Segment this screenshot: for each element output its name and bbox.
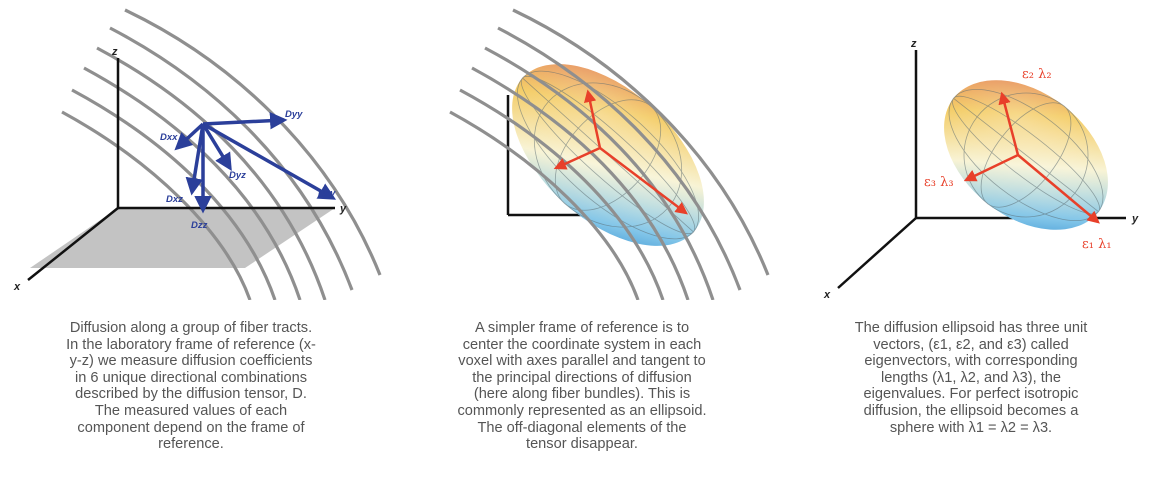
floor-plane — [30, 208, 335, 268]
caption-line: eigenvalues. For perfect isotropic — [863, 386, 1079, 403]
caption-line: voxel with axes parallel and tangent to — [458, 353, 706, 370]
caption-line: y-z) we measure diffusion coefficients — [69, 353, 313, 370]
tensor-arrows — [174, 111, 337, 214]
caption-line: In the laboratory frame of reference (x- — [66, 336, 316, 353]
eigen-label-3: ε₃ λ₃ — [924, 175, 954, 190]
caption-line: sphere with λ1 = λ2 = λ3. — [889, 419, 1053, 436]
caption-right: The diffusion ellipsoid has three unit v… — [786, 320, 1156, 436]
caption-middle: A simpler frame of reference is to cente… — [394, 320, 770, 453]
eigenvector-arrows — [963, 91, 1100, 224]
caption-line: the principal directions of diffusion — [472, 369, 692, 386]
caption-line: vectors, (ε1, ε2, and ε3) called — [873, 336, 1069, 353]
caption-line: component depend on the frame of — [77, 419, 305, 436]
label-dxy: Dxy — [318, 188, 336, 199]
caption-line: in 6 unique directional combinations — [74, 369, 308, 386]
y-axis-label: y — [339, 203, 347, 215]
lab-frame-diagram: z y x Dyy Dxx Dyz Dxy Dxz Dzz — [13, 8, 382, 300]
panel-ellipsoid-frame: A simpler frame of reference is to cente… — [388, 0, 776, 496]
caption-line: described by the diffusion tensor, D. — [75, 386, 307, 403]
caption-left: Diffusion along a group of fiber tracts.… — [6, 320, 376, 453]
label-dxz: Dxz — [166, 194, 183, 205]
fiber-tracts — [449, 8, 770, 300]
caption-line: center the coordinate system in each — [462, 336, 702, 353]
caption-line: reference. — [158, 436, 224, 453]
caption-line: Diffusion along a group of fiber tracts. — [69, 320, 313, 336]
caption-line: (here along fiber bundles). This is — [473, 386, 691, 403]
panel-lab-frame: z y x Dyy Dxx Dyz Dxy Dxz Dzz Diffusion … — [0, 0, 388, 496]
eigen-ellipsoid-diagram: z y x ε₂ λ₂ ε₃ λ₃ ε₁ λ₁ — [823, 38, 1139, 300]
caption-line: tensor disappear. — [526, 436, 638, 453]
z-axis-label: z — [111, 46, 118, 58]
caption-line: The diffusion ellipsoid has three unit — [854, 320, 1088, 336]
lab-axes — [27, 58, 335, 281]
principal-axes-arrows — [553, 89, 688, 215]
y-axis-label: y — [1131, 213, 1139, 225]
eigen-label-1: ε₁ λ₁ — [1082, 237, 1112, 252]
label-dyz: Dyz — [229, 170, 246, 181]
label-dyy: Dyy — [285, 109, 303, 120]
caption-line: lengths (λ1, λ2, and λ3), the — [880, 369, 1062, 386]
ellipsoid-frame-diagram — [449, 8, 770, 300]
caption-line: eigenvectors, with corresponding — [864, 353, 1078, 370]
caption-line: The measured values of each — [94, 402, 288, 419]
label-dzz: Dzz — [191, 220, 208, 231]
z-axis-label: z — [910, 38, 917, 50]
x-axis-label: x — [13, 281, 21, 293]
label-dxx: Dxx — [160, 132, 178, 143]
eigen-label-2: ε₂ λ₂ — [1022, 67, 1052, 82]
caption-line: The off-diagonal elements of the — [477, 419, 687, 436]
caption-line: diffusion, the ellipsoid becomes a — [863, 402, 1079, 419]
diffusion-ellipsoid — [944, 80, 1108, 230]
caption-line: A simpler frame of reference is to — [474, 320, 690, 336]
x-axis-label: x — [823, 289, 831, 300]
caption-line: commonly represented as an ellipsoid. — [457, 402, 707, 419]
panel-eigen-ellipsoid: z y x ε₂ λ₂ ε₃ λ₃ ε₁ λ₁ The diffusion el… — [776, 0, 1164, 496]
